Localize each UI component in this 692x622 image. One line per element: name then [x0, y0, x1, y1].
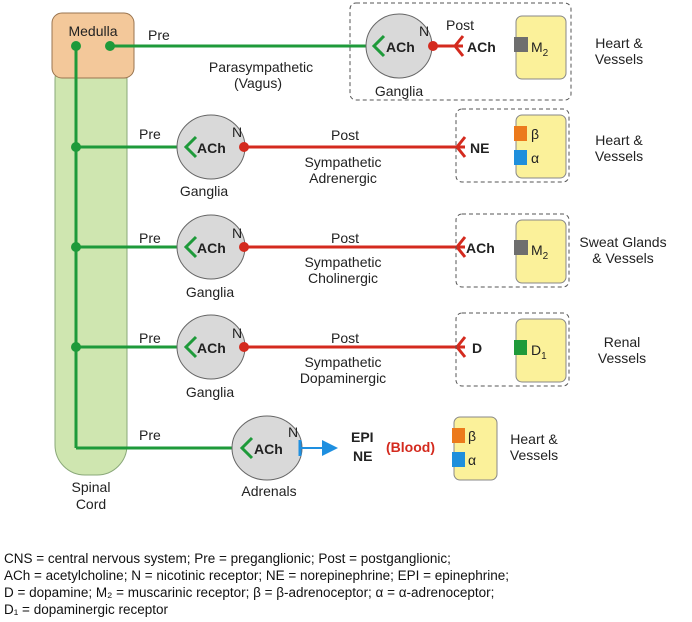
adr-effector — [515, 114, 567, 179]
cho-m2-label: M2 — [531, 242, 549, 262]
adr-alpha-label: α — [531, 150, 539, 166]
adr-target-line2: Vessels — [595, 148, 643, 164]
cho-post-terminal — [455, 236, 467, 258]
adr-ganglion-ach: ACh — [197, 140, 226, 156]
adm-pre-label: Pre — [139, 427, 161, 443]
para-ganglion-ach: ACh — [386, 39, 415, 55]
para-ganglion-n: N — [419, 23, 429, 39]
dop-type-line2: Dopaminergic — [300, 370, 386, 386]
dop-ganglion-ach: ACh — [197, 340, 226, 356]
cho-ganglion-n: N — [232, 225, 242, 241]
spinal-cord-label-line1: Spinal — [72, 479, 111, 495]
para-target-line2: Vessels — [595, 51, 643, 67]
ganglia-label-2: Ganglia — [186, 284, 234, 300]
ganglia-label-1: Ganglia — [180, 183, 228, 199]
adr-type-line1: Sympathetic — [304, 154, 381, 170]
adm-ach: ACh — [254, 441, 283, 457]
para-pre-label: Pre — [148, 27, 170, 43]
cho-pre-label: Pre — [139, 230, 161, 246]
dop-post-label: Post — [331, 330, 359, 346]
adm-target-line1: Heart & — [510, 431, 558, 447]
cho-ganglion-synapse — [183, 235, 198, 259]
adr-beta-label: β — [531, 126, 539, 142]
adm-ne: NE — [353, 448, 372, 464]
adr-pre-label: Pre — [139, 126, 161, 142]
para-nt: ACh — [467, 39, 496, 55]
adm-alpha-label: α — [468, 452, 476, 468]
dop-d1-receptor — [514, 340, 527, 355]
cho-m2-receptor — [514, 240, 528, 255]
legend-line-2: ACh = acetylcholine; N = nicotinic recep… — [4, 568, 510, 583]
adm-synapse — [239, 436, 254, 460]
adr-alpha-receptor — [514, 150, 527, 165]
dop-post-terminal — [455, 336, 467, 358]
para-ganglion-box — [349, 2, 572, 101]
para-post-terminal — [453, 35, 465, 57]
adm-effector — [453, 416, 498, 481]
dop-target-line2: Vessels — [598, 350, 646, 366]
adr-ganglion-synapse — [183, 135, 198, 159]
ganglia-label-0: Ganglia — [375, 83, 423, 99]
cho-nt: ACh — [466, 240, 495, 256]
legend-line-3: D = dopamine; M₂ = muscarinic receptor; … — [4, 585, 495, 600]
cho-type-line1: Sympathetic — [304, 254, 381, 270]
dop-ganglion-synapse — [183, 335, 198, 359]
ganglia-label-3: Ganglia — [186, 384, 234, 400]
medulla-node — [71, 41, 81, 51]
abbreviation-legend: CNS = central nervous system; Pre = preg… — [4, 550, 692, 618]
adr-nt: NE — [470, 140, 489, 156]
legend-line-4: D₁ = dopaminergic receptor — [4, 602, 169, 617]
adm-epi: EPI — [351, 429, 374, 445]
adr-type-line2: Adrenergic — [309, 170, 377, 186]
dop-ganglion-n: N — [232, 325, 242, 341]
dop-effector-box — [455, 312, 570, 387]
para-type-line1: Parasympathetic — [209, 59, 313, 75]
cho-post-label: Post — [331, 230, 359, 246]
adr-beta-receptor — [514, 126, 527, 141]
para-m2-label: M2 — [531, 39, 549, 59]
adr-post-terminal — [455, 136, 467, 158]
adrenals-label: Adrenals — [241, 483, 296, 499]
dop-type-line1: Sympathetic — [304, 354, 381, 370]
dop-pre-label: Pre — [139, 330, 161, 346]
cho-ganglion-ach: ACh — [197, 240, 226, 256]
adm-beta-label: β — [468, 428, 476, 444]
dop-nt: D — [472, 340, 482, 356]
para-ganglion-synapse — [371, 34, 386, 58]
autonomic-pathways-diagram: Medulla Spinal Cord Pre Parasympathetic … — [51, 2, 667, 512]
para-post-label: Post — [446, 17, 474, 33]
adm-n: N — [288, 424, 298, 440]
adm-blood: (Blood) — [386, 439, 435, 455]
para-m2-receptor — [514, 37, 528, 52]
cho-target-line1: Sweat Glands — [579, 234, 666, 250]
dop-d1-label: D1 — [531, 342, 547, 362]
dop-target-line1: Renal — [604, 334, 641, 350]
adm-alpha-receptor — [452, 452, 465, 467]
adr-effector-box — [455, 108, 570, 183]
adm-target-line2: Vessels — [510, 447, 558, 463]
adr-target-line1: Heart & — [595, 132, 643, 148]
legend-line-1: CNS = central nervous system; Pre = preg… — [4, 551, 451, 566]
para-pre-origin — [105, 41, 115, 51]
cho-effector-box — [455, 213, 570, 288]
cho-type-line2: Cholinergic — [308, 270, 378, 286]
adr-ganglion-n: N — [232, 124, 242, 140]
spinal-cord-label-line2: Cord — [76, 496, 106, 512]
cho-target-line2: & Vessels — [592, 250, 653, 266]
adm-beta-receptor — [452, 428, 465, 443]
medulla-label: Medulla — [68, 23, 117, 39]
para-target-line1: Heart & — [595, 35, 643, 51]
spinal-cord — [54, 49, 128, 476]
para-type-line2: (Vagus) — [234, 75, 282, 91]
adr-post-label: Post — [331, 127, 359, 143]
